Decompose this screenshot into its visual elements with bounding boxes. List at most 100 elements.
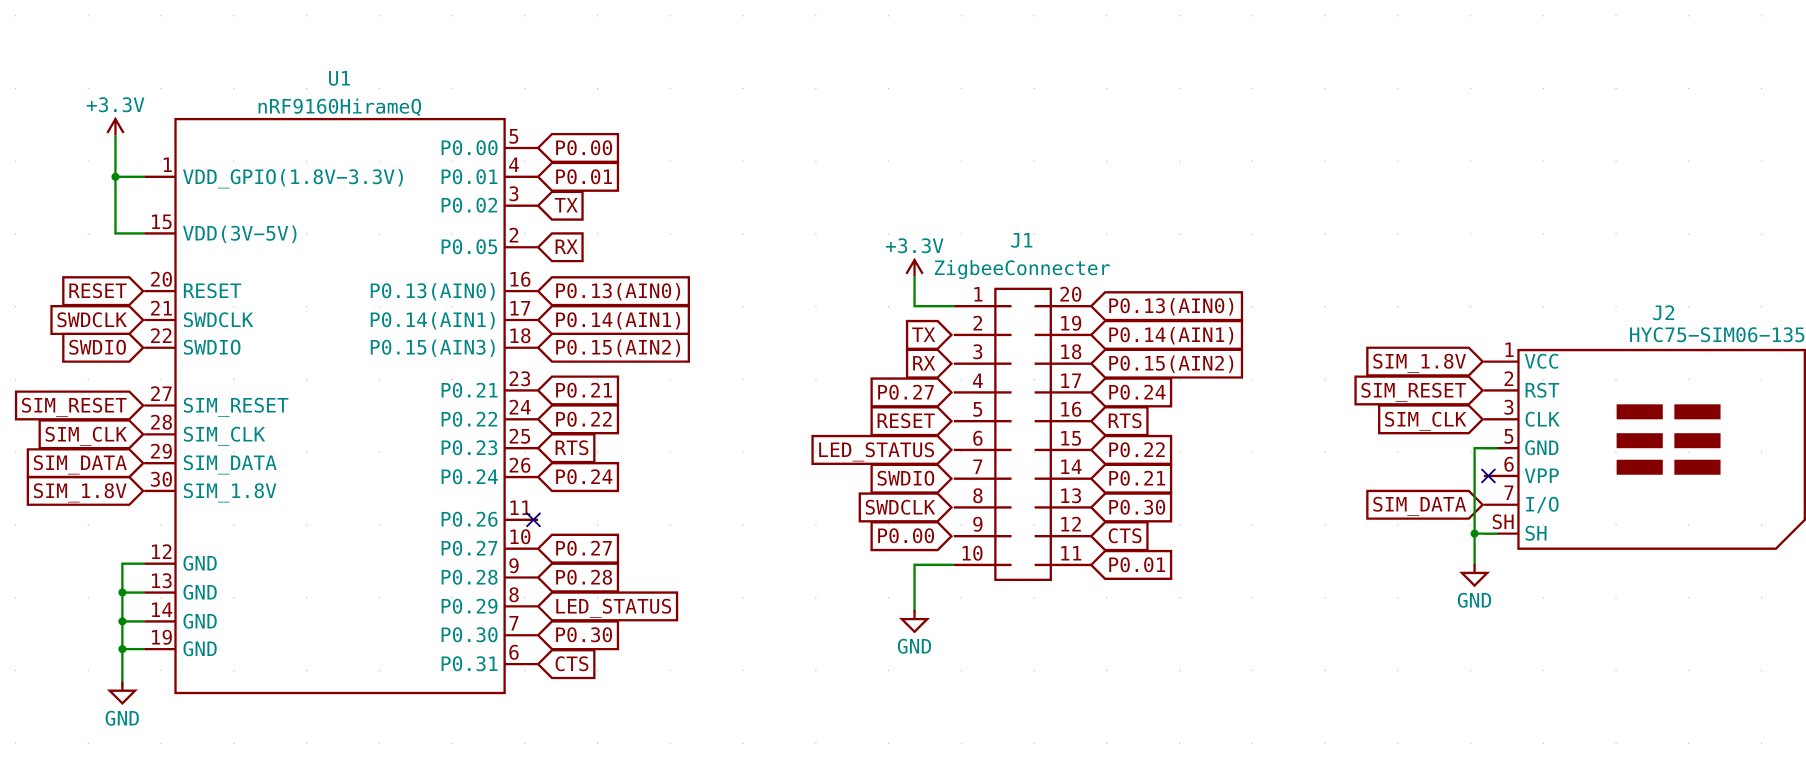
global-label-text: RTS — [1107, 410, 1142, 433]
global-label-sim-clk[interactable]: SIM_CLK — [1378, 404, 1485, 435]
global-label-swdio[interactable]: SWDIO — [62, 332, 145, 363]
global-label-p0-15-ain2-[interactable]: P0.15(AIN2) — [536, 332, 691, 363]
junction-dot — [118, 617, 127, 626]
global-label-p0-01[interactable]: P0.01 — [1089, 549, 1173, 580]
global-label-p0-24[interactable]: P0.24 — [536, 462, 620, 493]
power-arrow-icon — [905, 257, 924, 275]
pin-number: 11 — [508, 497, 532, 520]
global-label-sim-reset[interactable]: SIM_RESET — [1354, 375, 1485, 406]
junction-dot — [118, 645, 127, 654]
pin-name: GND — [1524, 437, 1559, 460]
pin-number: 8 — [508, 584, 520, 607]
ground-label: GND — [1457, 590, 1492, 613]
global-label-p0-22[interactable]: P0.22 — [1089, 434, 1173, 465]
global-label-p0-01[interactable]: P0.01 — [536, 161, 620, 192]
global-label-p0-00[interactable]: P0.00 — [536, 132, 620, 163]
global-label-rts[interactable]: RTS — [536, 433, 596, 464]
global-label-p0-30[interactable]: P0.30 — [1089, 492, 1173, 523]
pin-name: P0.14(AIN1) — [369, 309, 499, 332]
global-label-p0-27[interactable]: P0.27 — [536, 533, 620, 564]
pin-number: 9 — [972, 514, 984, 537]
global-label-shape — [26, 475, 145, 506]
pin-name: P0.28 — [440, 566, 499, 589]
pin-number: 15 — [150, 211, 174, 234]
no-connect-icon — [1480, 468, 1497, 484]
pin-number: 8 — [972, 485, 984, 508]
global-label-led-status[interactable]: LED_STATUS — [811, 434, 954, 465]
u1-value: nRF9160HirameQ — [257, 95, 422, 118]
pin-number: 7 — [972, 456, 984, 479]
global-label-reset[interactable]: RESET — [870, 406, 954, 437]
global-label-text: SIM_1.8V — [1372, 351, 1467, 374]
global-label-p0-14-ain1-[interactable]: P0.14(AIN1) — [1089, 319, 1244, 350]
ground-icon — [899, 617, 931, 634]
wire-j1-3v3 — [913, 276, 954, 308]
global-label-tx[interactable]: TX — [905, 319, 954, 350]
global-label-sim-1-8v[interactable]: SIM_1.8V — [1366, 346, 1485, 377]
pin-number: 19 — [150, 627, 174, 650]
global-label-p0-13-ain0-[interactable]: P0.13(AIN0) — [1089, 291, 1244, 322]
pin-name: SIM_CLK — [182, 423, 265, 446]
global-label-p0-15-ain2-[interactable]: P0.15(AIN2) — [1089, 348, 1244, 379]
pin-number: 2 — [972, 312, 984, 335]
global-label-p0-22[interactable]: P0.22 — [536, 404, 620, 435]
pin-number: 4 — [972, 370, 984, 393]
global-label-p0-13-ain0-[interactable]: P0.13(AIN0) — [536, 276, 691, 307]
global-label-text: RX — [554, 236, 578, 259]
global-label-shape — [1089, 291, 1244, 322]
no-connect-icon — [525, 512, 542, 528]
global-label-swdclk[interactable]: SWDCLK — [50, 305, 145, 336]
global-label-sim-data[interactable]: SIM_DATA — [26, 448, 145, 479]
global-label-sim-data[interactable]: SIM_DATA — [1366, 489, 1485, 520]
global-label-p0-30[interactable]: P0.30 — [536, 620, 620, 651]
pin-name: SWDCLK — [182, 309, 253, 332]
pin-name: VPP — [1524, 465, 1559, 488]
global-label-swdio[interactable]: SWDIO — [870, 463, 954, 494]
pin-name: SH — [1524, 523, 1548, 546]
global-label-tx[interactable]: TX — [536, 190, 584, 221]
global-label-sim-clk[interactable]: SIM_CLK — [38, 419, 145, 450]
global-label-shape — [1354, 375, 1485, 406]
global-label-text: CTS — [1107, 525, 1142, 548]
global-label-swdclk[interactable]: SWDCLK — [858, 492, 954, 523]
global-label-sim-1-8v[interactable]: SIM_1.8V — [26, 475, 145, 506]
pin-name: P0.31 — [440, 653, 499, 676]
global-label-rts[interactable]: RTS — [1089, 406, 1149, 437]
global-label-shape — [905, 348, 954, 379]
global-label-led-status[interactable]: LED_STATUS — [536, 591, 679, 622]
pin-name: GND — [182, 638, 217, 661]
global-label-text: P0.24 — [554, 466, 613, 489]
global-label-shape — [1089, 492, 1173, 523]
global-label-sim-reset[interactable]: SIM_RESET — [14, 390, 145, 421]
global-label-text: SIM_CLK — [1384, 408, 1467, 431]
global-label-shape — [536, 375, 620, 406]
global-label-p0-28[interactable]: P0.28 — [536, 562, 620, 593]
sim-contact-pad-icon — [1616, 433, 1663, 449]
ground-icon — [106, 689, 138, 706]
global-label-reset[interactable]: RESET — [62, 276, 145, 307]
global-label-p0-14-ain1-[interactable]: P0.14(AIN1) — [536, 305, 691, 336]
global-label-shape — [536, 433, 596, 464]
global-label-cts[interactable]: CTS — [1089, 521, 1149, 552]
global-label-shape — [26, 448, 145, 479]
global-label-rx[interactable]: RX — [536, 232, 584, 263]
global-label-cts[interactable]: CTS — [536, 649, 596, 680]
global-label-p0-00[interactable]: P0.00 — [870, 521, 954, 552]
pin-number: 26 — [508, 454, 532, 477]
global-label-p0-24[interactable]: P0.24 — [1089, 377, 1173, 408]
global-label-p0-21[interactable]: P0.21 — [1089, 463, 1173, 494]
pin-number: 3 — [972, 341, 984, 364]
pin-name: P0.26 — [440, 509, 499, 532]
global-label-text: P0.27 — [876, 381, 935, 404]
global-label-text: P0.15(AIN2) — [554, 337, 684, 360]
global-label-shape — [870, 406, 954, 437]
global-label-p0-27[interactable]: P0.27 — [870, 377, 954, 408]
global-label-shape — [1089, 549, 1173, 580]
global-label-shape — [1366, 489, 1485, 520]
pin-number: 18 — [1059, 341, 1083, 364]
global-label-p0-21[interactable]: P0.21 — [536, 375, 620, 406]
pin-number: 1 — [161, 154, 173, 177]
pin-name: P0.01 — [440, 166, 499, 189]
global-label-rx[interactable]: RX — [905, 348, 954, 379]
j1-body — [994, 287, 1052, 581]
